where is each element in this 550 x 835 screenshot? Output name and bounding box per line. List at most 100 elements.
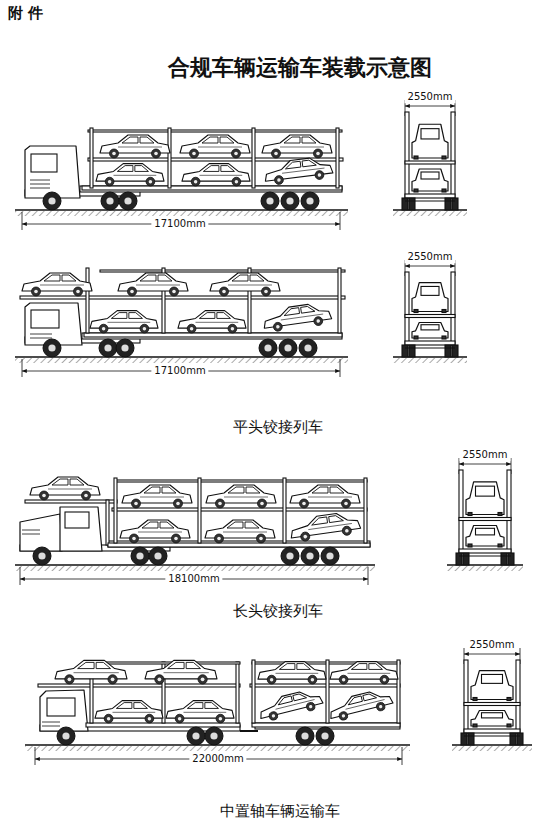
frame-part <box>114 478 117 543</box>
wheel <box>281 192 299 210</box>
wheel <box>131 547 149 565</box>
dimension-line <box>464 654 520 655</box>
sedan <box>330 662 398 684</box>
frame-part <box>414 189 418 192</box>
frame-part <box>421 172 439 179</box>
frame-line <box>20 567 21 585</box>
wheel-hub <box>38 552 45 559</box>
frame-part <box>452 198 458 210</box>
ground-hatch <box>393 210 467 216</box>
frame-part <box>65 512 89 528</box>
dimension-label: 2550mm <box>405 91 456 103</box>
frame-part <box>510 733 516 745</box>
frame-part <box>409 198 415 210</box>
dimension-label: 17100mm <box>151 218 208 230</box>
frame-part <box>508 553 514 565</box>
frame-part <box>464 729 520 733</box>
frame-part <box>516 660 520 733</box>
ground-hatch <box>25 745 410 751</box>
frame-part <box>476 528 495 535</box>
frame-line <box>22 530 40 531</box>
wheel <box>261 192 279 210</box>
sedan <box>22 273 92 296</box>
wheel <box>43 339 61 357</box>
wheel-hub <box>286 197 293 204</box>
wheel-hub <box>121 344 128 351</box>
frame-part <box>456 553 462 565</box>
frame-line <box>30 188 50 189</box>
cab-outline <box>20 514 62 551</box>
diagram-title: 合规车辆运输车装载示意图 <box>168 55 432 80</box>
frame-part <box>507 698 511 701</box>
frame-part <box>326 660 329 723</box>
cab-outline <box>412 283 448 312</box>
frame-line <box>22 534 40 535</box>
frame-part <box>464 660 468 733</box>
frame-part <box>421 129 439 139</box>
frame-part <box>112 508 367 511</box>
frame-part <box>252 128 255 188</box>
wheel <box>321 547 339 565</box>
ground-hatch <box>393 357 467 363</box>
cab-outline <box>471 711 513 727</box>
frame-line <box>30 184 50 185</box>
frame-part <box>252 723 400 727</box>
sedan <box>145 660 217 684</box>
sedan <box>118 273 188 296</box>
sedan <box>166 701 234 723</box>
frame-part <box>451 112 455 198</box>
sedan <box>90 311 158 333</box>
wheel-hub <box>284 344 291 351</box>
frame-part <box>461 733 467 745</box>
sedan <box>120 520 190 543</box>
wheel-hub <box>304 344 311 351</box>
cab-outline <box>40 690 88 731</box>
frame-part <box>405 341 455 345</box>
frame-line <box>22 359 23 377</box>
wheel <box>116 339 134 357</box>
wheel <box>119 192 137 210</box>
sedan <box>210 273 280 296</box>
frame-part <box>414 156 418 159</box>
frame-part <box>498 544 502 547</box>
cab-outline <box>466 482 504 515</box>
wheel-hub <box>124 197 131 204</box>
wheel <box>316 727 334 745</box>
frame-line <box>240 730 258 732</box>
vehicle-caption: 中置轴车辆运输车 <box>220 803 340 820</box>
frame-part <box>402 345 408 357</box>
frame-line <box>30 334 52 335</box>
ground-hatch <box>452 745 532 751</box>
frame-part <box>405 194 455 198</box>
wheel <box>259 339 277 357</box>
sedan <box>262 135 332 158</box>
frame-part <box>464 703 520 706</box>
frame-part <box>507 724 511 727</box>
frame-part <box>442 336 446 339</box>
frame-part <box>405 112 409 198</box>
frame-part <box>476 486 495 496</box>
frame-part <box>451 272 455 345</box>
wheel <box>43 192 61 210</box>
wheel-hub <box>306 197 313 204</box>
wheel-hub <box>266 197 273 204</box>
wheel-hub <box>264 344 271 351</box>
drawing <box>15 100 532 765</box>
frame-part <box>452 345 458 357</box>
frame-part <box>364 478 367 543</box>
frame-part <box>38 684 240 687</box>
sedan <box>327 687 394 723</box>
frame-part <box>336 128 339 188</box>
frame-line <box>340 212 341 230</box>
ground-hatch <box>15 565 375 571</box>
wheel <box>99 339 117 357</box>
frame-part <box>25 500 117 503</box>
wheel <box>296 727 314 745</box>
wheel-hub <box>321 732 328 739</box>
wheel-hub <box>48 197 55 204</box>
wheel <box>281 547 299 565</box>
cab-outline <box>412 169 448 191</box>
sedan <box>100 135 170 158</box>
frame-part <box>482 713 503 718</box>
